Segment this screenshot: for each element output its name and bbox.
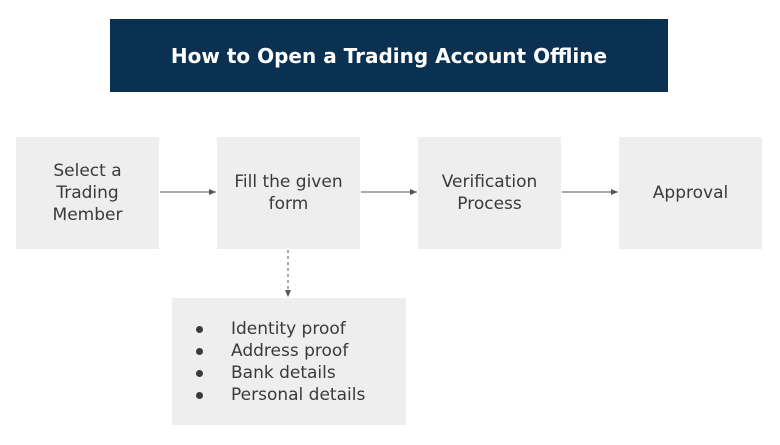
step-label: Verification Process (441, 172, 538, 214)
bullet-icon (196, 325, 203, 333)
step-approval: Approval (619, 137, 762, 249)
document-label: Bank details (231, 363, 336, 383)
document-label: Address proof (231, 341, 349, 361)
step-fill-form: Fill the given form (217, 137, 360, 249)
step-label: Select a Trading Member (52, 161, 123, 225)
list-item: Personal details (194, 384, 406, 406)
step-label: Fill the given form (234, 172, 343, 214)
step-label: Approval (652, 183, 729, 203)
title-banner: How to Open a Trading Account Offline (110, 19, 668, 92)
documents-box: Identity proof Address proof Bank detail… (172, 298, 406, 425)
document-label: Personal details (231, 385, 366, 405)
list-item: Address proof (194, 340, 406, 362)
step-verification-process: Verification Process (418, 137, 561, 249)
diagram-title: How to Open a Trading Account Offline (170, 43, 608, 68)
bullet-icon (196, 369, 203, 377)
step-select-trading-member: Select a Trading Member (16, 137, 159, 249)
bullet-icon (196, 391, 203, 399)
document-label: Identity proof (231, 319, 346, 339)
list-item: Bank details (194, 362, 406, 384)
documents-list: Identity proof Address proof Bank detail… (172, 298, 406, 406)
list-item: Identity proof (194, 318, 406, 340)
bullet-icon (196, 347, 203, 355)
